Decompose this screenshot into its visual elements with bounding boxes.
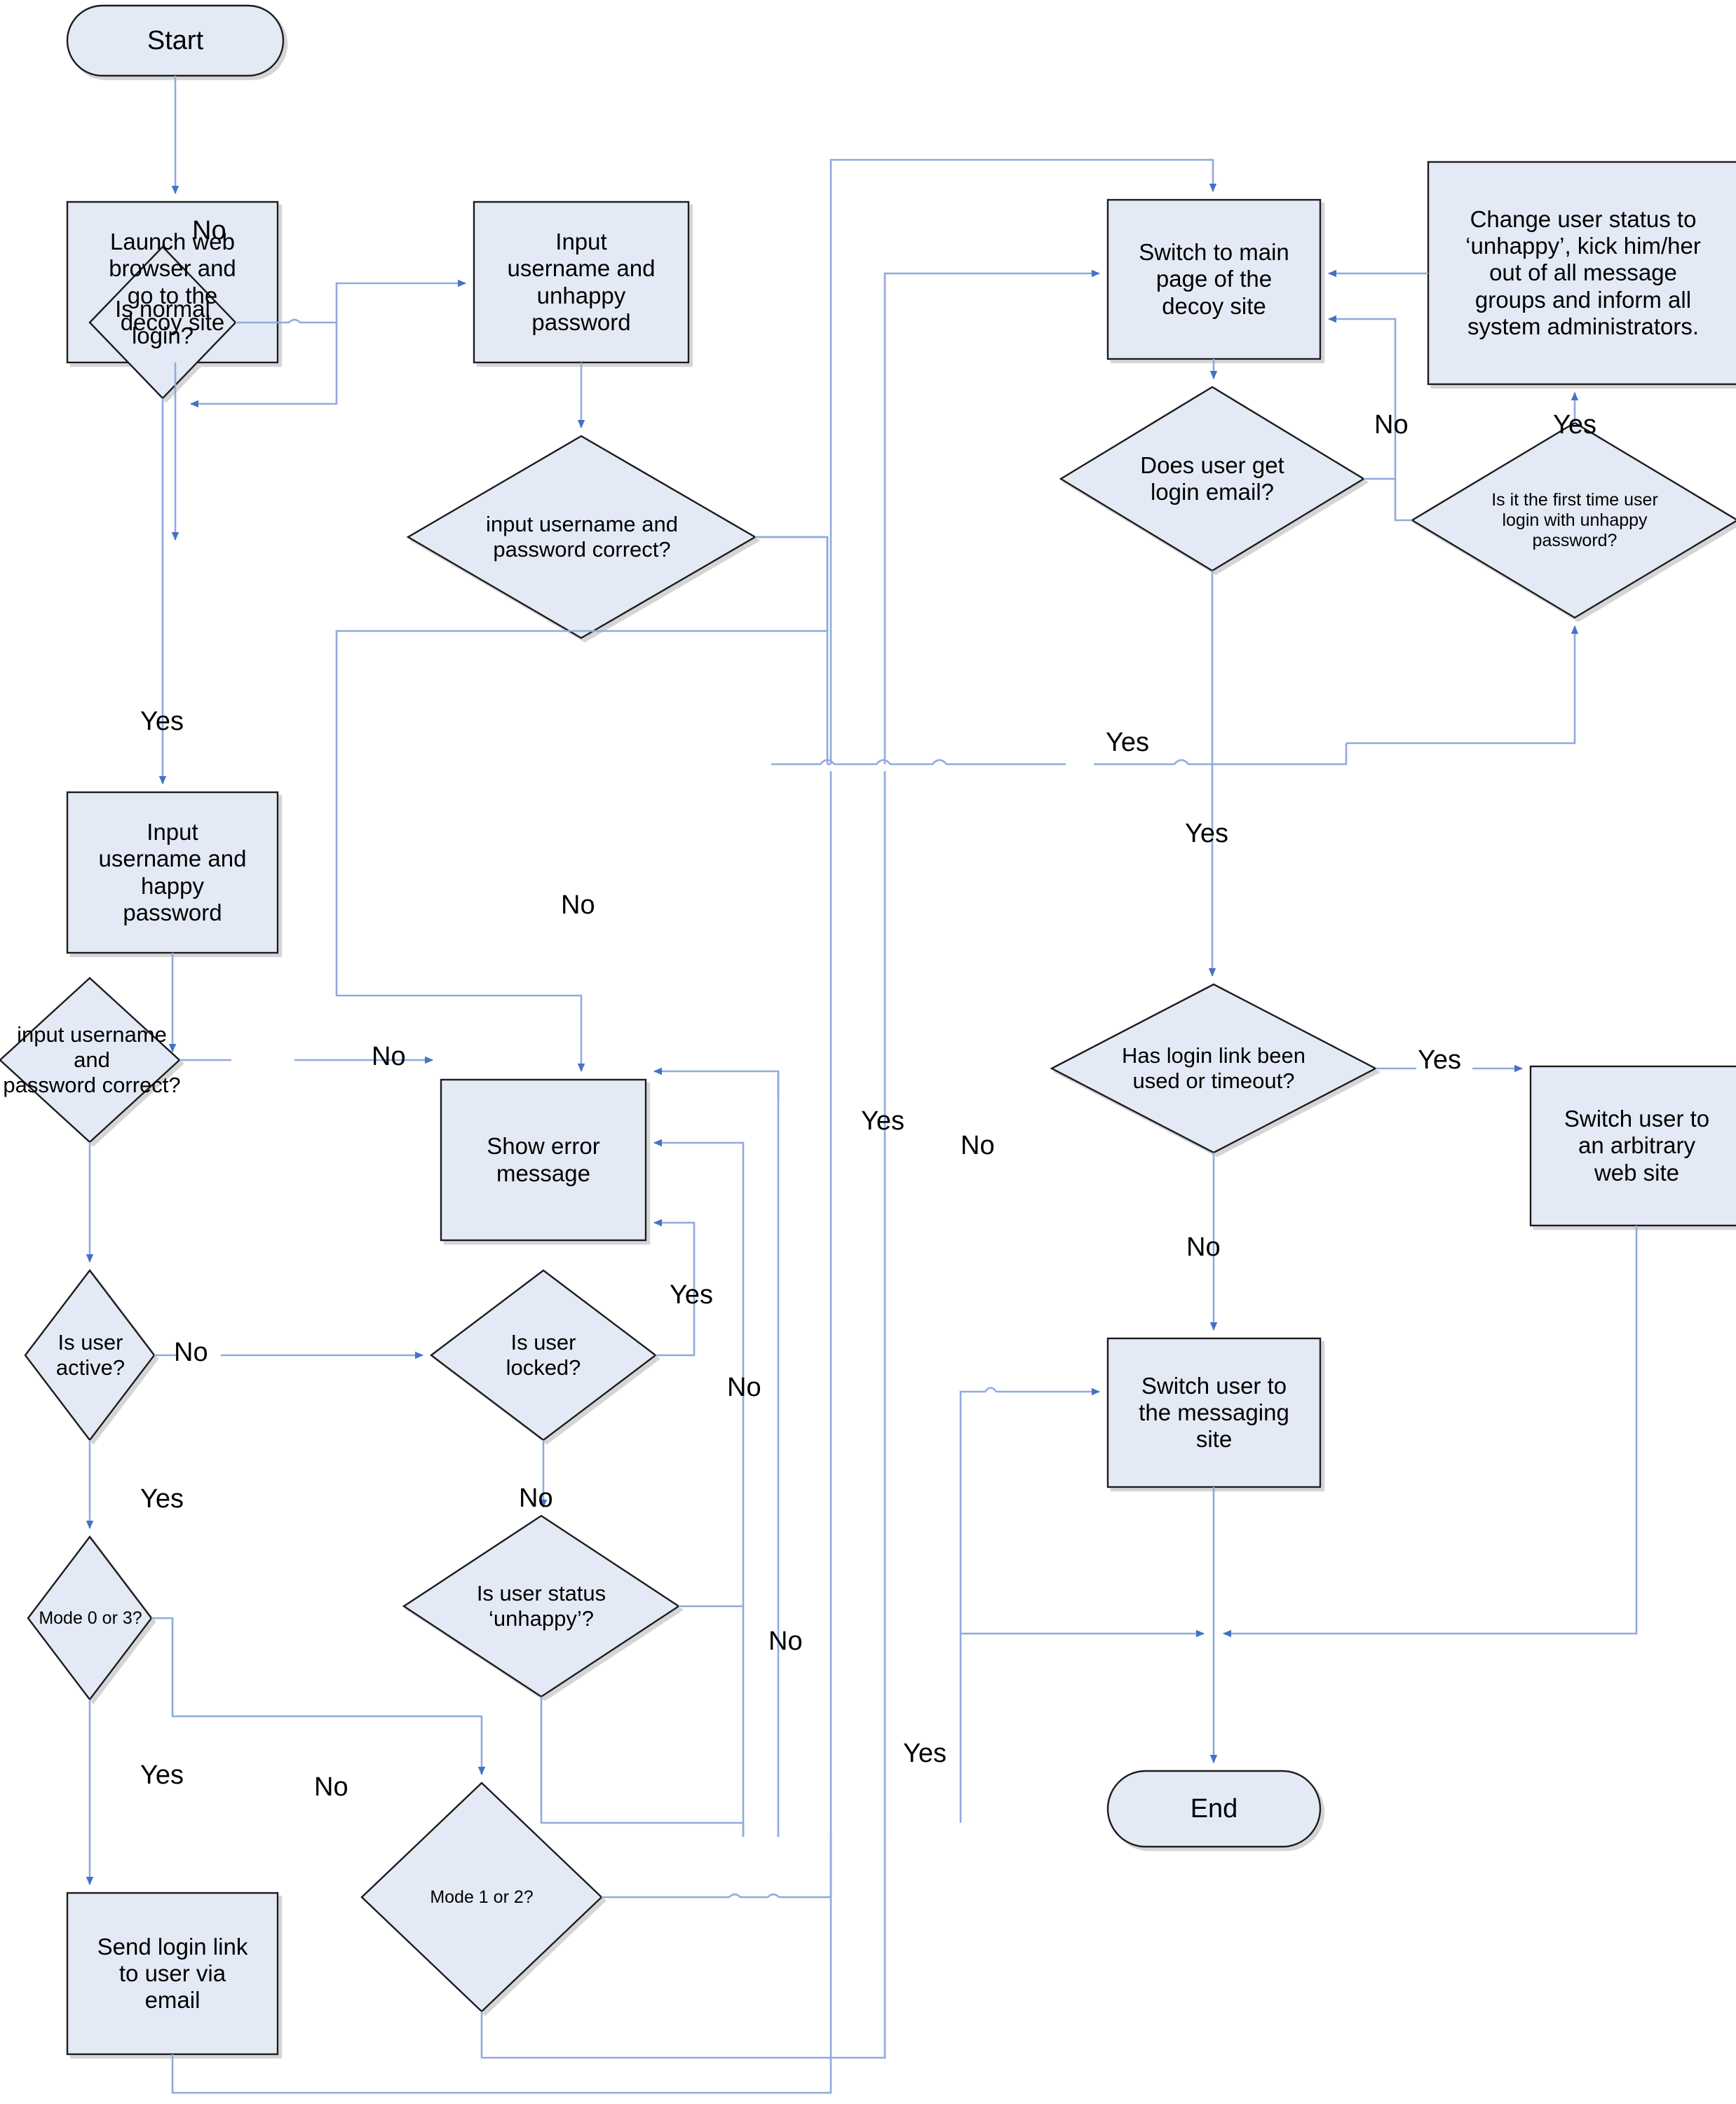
edge-label-no-link: No — [1186, 1233, 1221, 1262]
edge-label-no-locked: No — [519, 1484, 553, 1513]
node-switch-main — [1106, 198, 1322, 360]
node-is-user-locked — [430, 1269, 657, 1441]
edge-label-yes-locked: Yes — [670, 1280, 713, 1310]
node-first-time — [1410, 421, 1736, 619]
edge-label-yes-email2: Yes — [1185, 819, 1228, 848]
node-does-user-get — [1059, 386, 1366, 572]
edge-label-no-mode03: No — [314, 1772, 348, 1802]
node-is-user-active — [24, 1269, 156, 1441]
edge-label-no-first-time: No — [1374, 410, 1409, 440]
node-input-unhappy — [473, 201, 690, 364]
node-input-happy — [66, 791, 279, 954]
shapes-layer — [0, 4, 1736, 2056]
edge-label-no-status: No — [768, 1627, 803, 1656]
node-send-login-link — [66, 1892, 279, 2056]
edge-label-yes-link: Yes — [1418, 1045, 1461, 1075]
node-is-unhappy — [402, 1514, 681, 1698]
node-switch-arbitrary — [1529, 1065, 1736, 1227]
node-end — [1106, 1770, 1322, 1848]
node-change-status — [1427, 161, 1736, 386]
edge-label-yes-first-time: Yes — [1553, 410, 1596, 440]
node-switch-messaging — [1106, 1337, 1322, 1488]
node-check-unhappy — [406, 435, 757, 639]
connector-lines — [86, 76, 1638, 2094]
edge-label-no-happy: No — [372, 1042, 406, 1071]
node-has-link-used — [1050, 983, 1378, 1154]
edge-label-yes-left-col: Yes — [861, 1106, 904, 1136]
edge-label-no-unhappy: No — [561, 890, 595, 920]
edge-label-yes-bottom-col: Yes — [903, 1739, 947, 1768]
edge-label-yes-mode03: Yes — [140, 1760, 184, 1790]
edge-label-yes-normal: Yes — [140, 707, 184, 736]
edge-label-yes-email: Yes — [1106, 728, 1149, 757]
node-mode-1-2 — [360, 1781, 603, 2013]
node-show-error — [440, 1078, 647, 1242]
edge-label-no-normal: No — [192, 216, 226, 245]
node-mode-0-3 — [27, 1535, 153, 1701]
edge-label-no-mid-col: No — [961, 1131, 995, 1160]
node-check-happy — [0, 977, 181, 1143]
edge-label-no-active: No — [174, 1338, 208, 1367]
edge-label-yes-active: Yes — [140, 1484, 184, 1514]
node-start — [66, 4, 285, 77]
edge-label-no-unhappy2: No — [727, 1373, 761, 1402]
